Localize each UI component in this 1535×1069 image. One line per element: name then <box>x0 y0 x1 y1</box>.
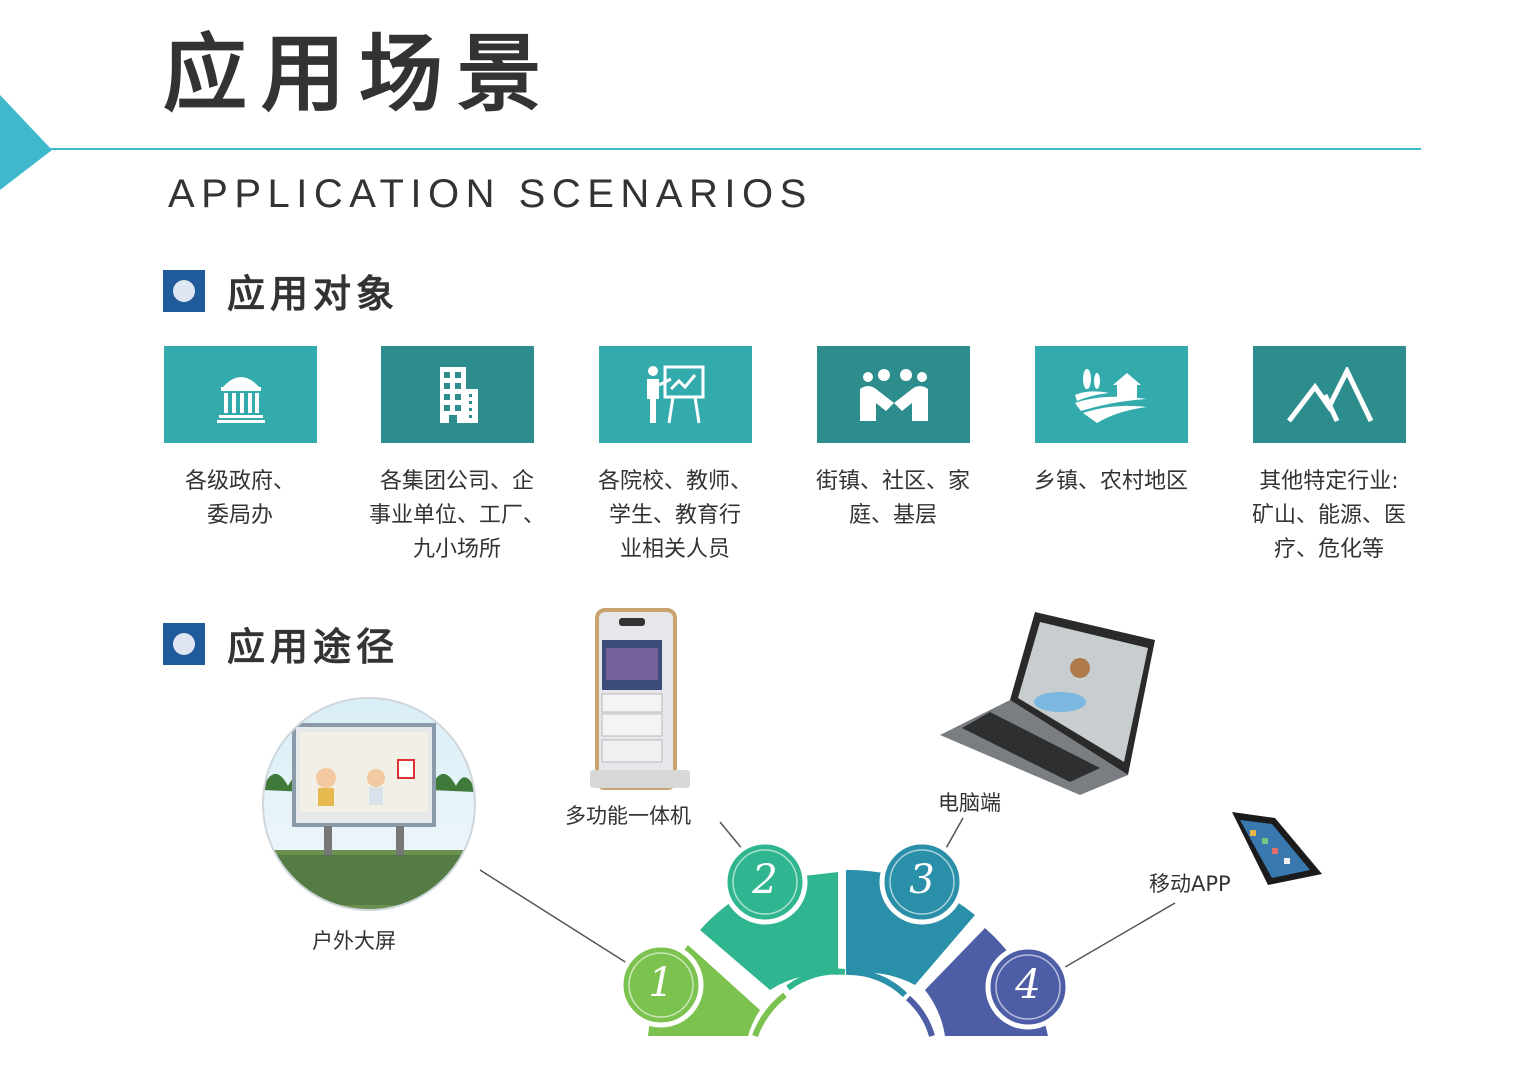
section-title: 应用对象 <box>227 272 400 316</box>
mobile-phone-image <box>1232 812 1322 885</box>
route-number-4: 4 <box>1015 962 1041 1008</box>
target-tile-government <box>164 346 317 443</box>
mountain-icon <box>1286 366 1373 423</box>
target-tile-education <box>599 346 752 443</box>
corner-decoration <box>0 95 52 190</box>
page-title: 应用场景 <box>163 25 556 123</box>
target-tile-enterprise <box>381 346 534 443</box>
route-badge-2 <box>722 839 808 925</box>
route-label-app: 移动APP <box>1149 872 1231 896</box>
target-caption: 各集团公司、企 事业单位、工厂、 九小场所 <box>368 469 545 562</box>
bullet-icon <box>163 269 205 312</box>
route-label-billboard: 户外大屏 <box>312 929 396 953</box>
route-label-pc: 电脑端 <box>938 791 1001 815</box>
target-caption: 乡镇、农村地区 <box>1033 469 1188 494</box>
route-number-3: 3 <box>909 857 935 903</box>
target-caption: 街镇、社区、家 庭、基层 <box>815 469 970 528</box>
title-divider <box>40 148 1421 150</box>
section-targets-heading: 应用对象 <box>163 263 399 318</box>
target-caption: 各院校、教师、 学生、教育行 业相关人员 <box>597 469 752 562</box>
government-building-icon <box>216 376 265 423</box>
page-subtitle: APPLICATION SCENARIOS <box>168 172 813 216</box>
route-badge-3 <box>879 839 965 925</box>
route-label-kiosk: 多功能一体机 <box>565 804 691 828</box>
section-routes-heading: 应用途径 <box>163 616 399 671</box>
route-number-2: 2 <box>752 857 778 903</box>
office-tower-icon <box>439 366 478 423</box>
target-caption: 其他特定行业: 矿山、能源、医 疗、危化等 <box>1251 469 1406 562</box>
kiosk-device-image <box>590 608 690 790</box>
target-caption: 各级政府、 委局办 <box>184 469 295 528</box>
section-title: 应用途径 <box>227 625 400 669</box>
route-number-1: 1 <box>648 960 674 1006</box>
route-badge-1 <box>618 942 704 1028</box>
community-people-icon <box>859 368 928 421</box>
bullet-icon <box>163 622 205 665</box>
laptop-device-image <box>940 612 1155 795</box>
teacher-board-icon <box>646 365 704 423</box>
target-tile-community <box>817 346 970 443</box>
target-tile-industry <box>1253 346 1406 443</box>
target-tile-rural <box>1035 346 1188 443</box>
route-badge-4 <box>985 944 1071 1030</box>
village-house-icon <box>1074 368 1147 423</box>
